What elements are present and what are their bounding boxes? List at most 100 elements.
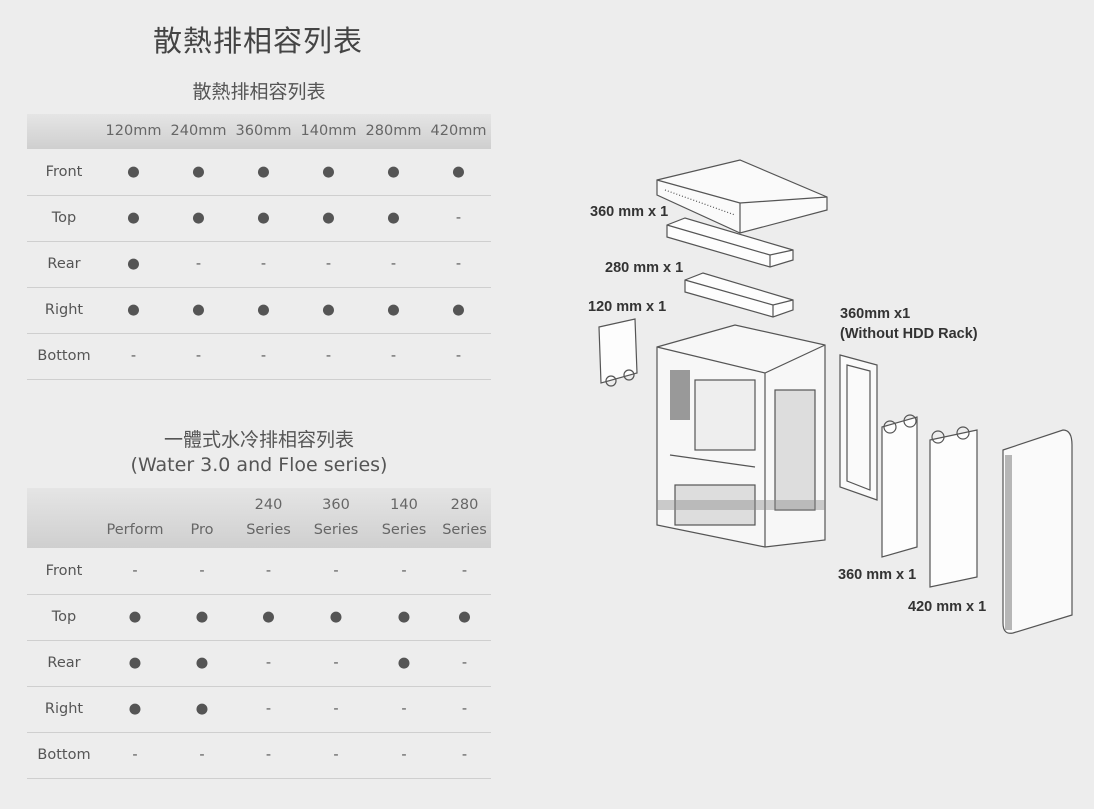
table-cell: ● — [169, 594, 235, 641]
label-360-top: 360 mm x 1 — [590, 204, 668, 220]
table-row: Rear●●--●- — [27, 640, 491, 687]
row-label: Bottom — [27, 732, 101, 779]
table-cell: ● — [426, 149, 491, 196]
table-cell: - — [426, 333, 491, 380]
table-cell: ● — [370, 594, 438, 641]
table1-title: 散熱排相容列表 — [192, 81, 326, 103]
table-cell: ● — [101, 640, 169, 687]
table-cell: ● — [101, 594, 169, 641]
table-cell: - — [166, 333, 231, 380]
column-header: Perform — [101, 488, 169, 548]
header-corner — [27, 488, 101, 548]
table-cell: ● — [231, 149, 296, 196]
table-row: Rear●----- — [27, 241, 491, 288]
column-header: 360mm — [235, 123, 292, 139]
label-420-front: 420 mm x 1 — [908, 599, 986, 615]
front-panel-illustration — [1002, 429, 1073, 634]
row-label: Rear — [27, 640, 101, 687]
table-cell: ● — [438, 594, 491, 641]
table-cell: ● — [166, 287, 231, 334]
label-360-front: 360 mm x 1 — [838, 567, 916, 583]
table-cell: - — [101, 548, 169, 595]
table-cell: ● — [296, 149, 361, 196]
table-row: Top●●●●●● — [27, 594, 491, 641]
table-cell: - — [231, 333, 296, 380]
table-cell: ● — [101, 149, 166, 196]
column-header-line1: 360 — [322, 497, 350, 513]
table-cell: - — [370, 686, 438, 733]
table-cell: - — [302, 686, 370, 733]
row-label: Top — [27, 195, 101, 242]
table-cell: - — [235, 640, 302, 687]
table-cell: - — [101, 732, 169, 779]
table-row: Front------ — [27, 548, 491, 595]
radiator-compat-table: 120mm 240mm 360mm 140mm 280mm 420mm Fron… — [27, 114, 491, 380]
table-cell: ● — [361, 195, 426, 242]
column-header-line1: 240 — [254, 497, 283, 513]
table-cell: ● — [101, 686, 169, 733]
table-cell: ● — [370, 640, 438, 687]
table-row: Bottom------ — [27, 333, 491, 380]
column-header-line1: 280 — [450, 497, 479, 513]
table-cell: - — [296, 333, 361, 380]
column-header-line1: 140 — [390, 497, 418, 513]
table-cell: - — [166, 241, 231, 288]
table-cell: - — [438, 548, 491, 595]
row-label: Top — [27, 594, 101, 641]
table-header-row: 120mm 240mm 360mm 140mm 280mm 420mm — [27, 114, 491, 149]
table-cell: - — [235, 686, 302, 733]
table2-title: 一體式水冷排相容列表 — [163, 429, 354, 451]
table-cell: - — [302, 732, 370, 779]
label-360-right: 360mm x1 — [840, 306, 910, 322]
table-cell: ● — [101, 195, 166, 242]
column-header-line2: Series — [313, 522, 359, 538]
column-header: 240mm — [170, 123, 227, 139]
column-header: 140mm — [300, 123, 357, 139]
row-label: Rear — [27, 241, 101, 288]
table-cell: ● — [235, 594, 302, 641]
table-cell: - — [101, 333, 166, 380]
header-corner — [27, 114, 101, 149]
case-exploded-diagram: 360 mm x 1 280 mm x 1 120 mm x 1 360mm x… — [588, 159, 1073, 634]
table-cell: ● — [101, 241, 166, 288]
table-cell: ● — [361, 287, 426, 334]
column-header-line2: Series — [381, 522, 427, 538]
row-label: Right — [27, 686, 101, 733]
label-120: 120 mm x 1 — [588, 299, 666, 315]
table-cell: - — [235, 548, 302, 595]
column-header-line2: Perform — [106, 522, 164, 538]
column-header-line2: Series — [246, 522, 291, 538]
row-label: Bottom — [27, 333, 101, 380]
table-cell: ● — [361, 149, 426, 196]
case-body-illustration — [656, 324, 826, 548]
table-cell: ● — [296, 195, 361, 242]
table-cell: ● — [231, 287, 296, 334]
column-header: 280mm — [365, 123, 422, 139]
table-cell: ● — [231, 195, 296, 242]
table-cell: - — [296, 241, 361, 288]
top-panel-illustration — [656, 159, 828, 234]
table-cell: - — [361, 333, 426, 380]
table-cell: - — [438, 686, 491, 733]
label-without-hdd: (Without HDD Rack) — [840, 326, 978, 342]
table-cell: ● — [101, 287, 166, 334]
table-cell: - — [438, 732, 491, 779]
table-cell: ● — [169, 640, 235, 687]
radiator-360-top-illustration — [666, 217, 794, 268]
row-label: Front — [27, 149, 101, 196]
table-cell: - — [370, 732, 438, 779]
table-cell: ● — [166, 195, 231, 242]
radiator-360-front-illustration — [881, 414, 918, 558]
table-cell: - — [426, 195, 491, 242]
radiator-420-front-illustration — [929, 426, 978, 588]
table2-subtitle: (Water 3.0 and Floe series) — [130, 454, 388, 476]
table-cell: - — [302, 640, 370, 687]
table-cell: - — [169, 548, 235, 595]
table-cell: - — [361, 241, 426, 288]
